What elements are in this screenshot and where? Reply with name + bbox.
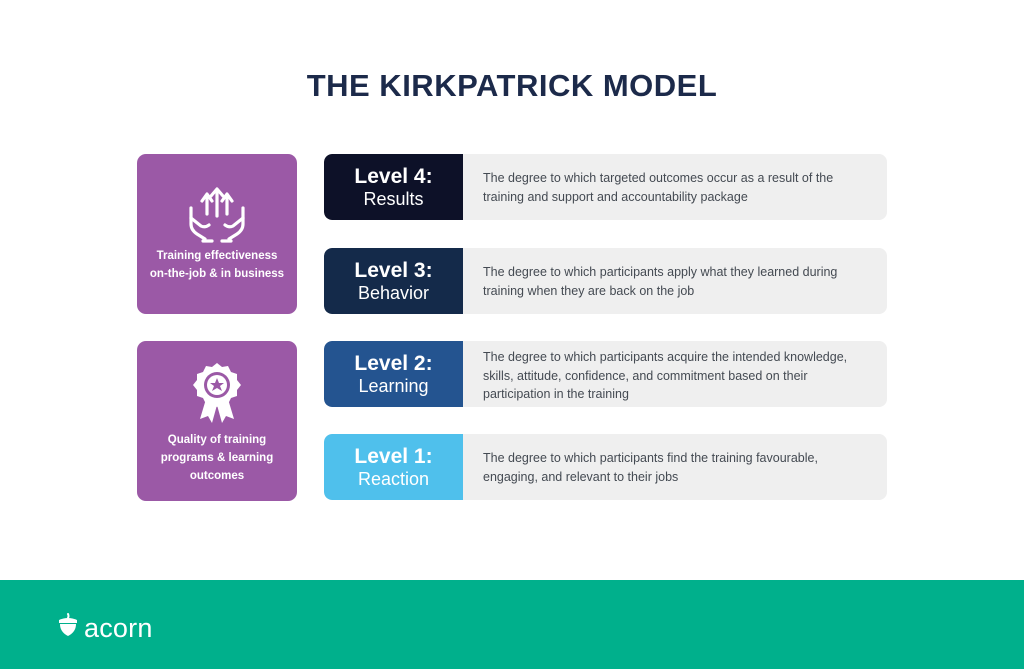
level-tag: Level 2: Learning <box>324 341 463 407</box>
level-tag: Level 3: Behavior <box>324 248 463 314</box>
acorn-icon <box>57 613 79 642</box>
level-number: Level 4: <box>354 164 433 188</box>
level-tag: Level 4: Results <box>324 154 463 220</box>
group-training-quality: Quality of training programs & learning … <box>137 341 297 501</box>
level-number: Level 2: <box>354 351 433 375</box>
page-title: THE KIRKPATRICK MODEL <box>306 68 718 103</box>
level-tag: Level 1: Reaction <box>324 434 463 500</box>
level-description: The degree to which participants find th… <box>483 451 818 484</box>
level-number: Level 3: <box>354 258 433 282</box>
group-label: Training effectiveness on-the-job & in b… <box>149 250 285 280</box>
level-name: Results <box>363 188 424 209</box>
level-name: Behavior <box>357 282 430 303</box>
level-row-3: Level 3: Behavior The degree to which pa… <box>324 248 887 314</box>
hands-arrows-up-icon <box>137 184 297 244</box>
level-name: Reaction <box>357 468 430 489</box>
footer-bar <box>0 580 1024 669</box>
level-row-4: Level 4: Results The degree to which tar… <box>324 154 887 220</box>
group-label: Quality of training programs & learning … <box>160 434 274 482</box>
brand-name: acorn <box>84 612 153 643</box>
level-description: The degree to which participants acquire… <box>483 350 848 401</box>
level-name: Learning <box>358 375 429 396</box>
level-row-1: Level 1: Reaction The degree to which pa… <box>324 434 887 500</box>
award-ribbon-icon <box>137 361 297 423</box>
brand-logo[interactable]: acorn <box>57 613 153 642</box>
group-training-effectiveness: Training effectiveness on-the-job & in b… <box>137 154 297 314</box>
level-row-2: Level 2: Learning The degree to which pa… <box>324 341 887 407</box>
level-number: Level 1: <box>354 444 433 468</box>
level-description: The degree to which participants apply w… <box>483 265 838 298</box>
level-description: The degree to which targeted outcomes oc… <box>483 171 834 204</box>
